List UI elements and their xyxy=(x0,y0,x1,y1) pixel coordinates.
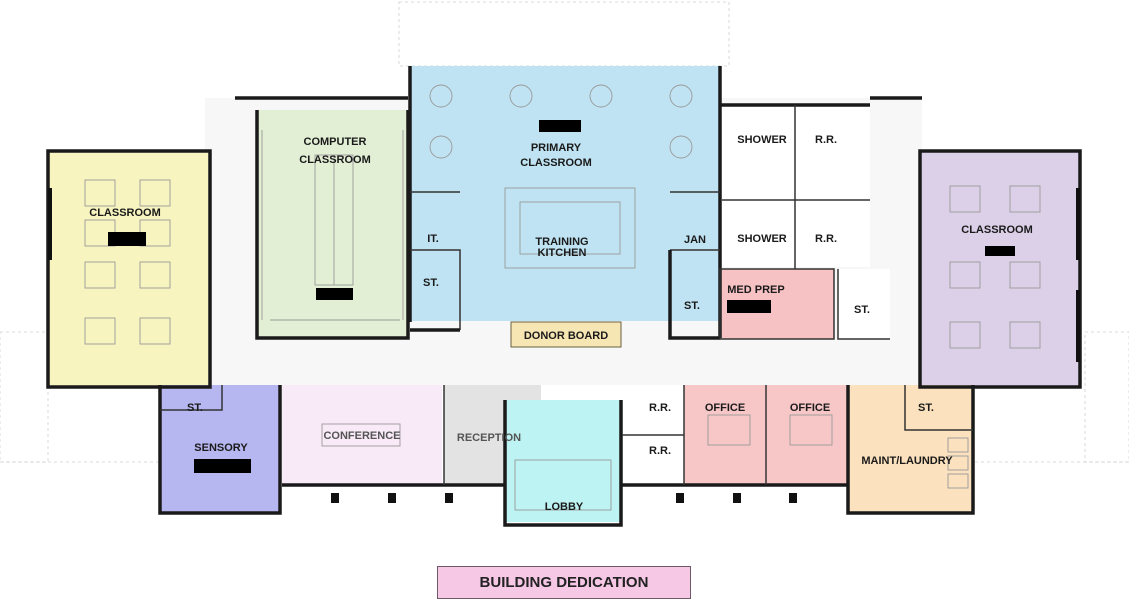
room-st-right[interactable] xyxy=(838,269,890,339)
label-lobby: LOBBY xyxy=(545,501,584,513)
computer-desks xyxy=(261,130,404,321)
lobby-seating xyxy=(514,459,612,511)
label-st-sensory: ST. xyxy=(187,402,203,414)
label-shower-bottom: SHOWER xyxy=(737,233,787,245)
label-donor-board[interactable]: DONOR BOARD xyxy=(524,330,608,342)
office-1-desk xyxy=(707,414,751,446)
label-rr-lobby-top: R.R. xyxy=(649,402,671,414)
label-med-prep: MED PREP xyxy=(727,284,784,296)
label-jan: JAN xyxy=(684,234,706,246)
room-lobby[interactable] xyxy=(505,400,621,522)
label-primary-line1: PRIMARY xyxy=(531,142,582,154)
redaction-sensory xyxy=(194,459,251,473)
label-st-maint: ST. xyxy=(918,402,934,414)
label-office-2: OFFICE xyxy=(790,402,830,414)
label-primary-line2: CLASSROOM xyxy=(520,157,592,169)
room-classroom-left[interactable] xyxy=(48,151,210,387)
room-shower-area[interactable] xyxy=(722,105,870,267)
label-st-left: ST. xyxy=(423,277,439,289)
room-classroom-right[interactable] xyxy=(920,151,1080,387)
label-shower-top: SHOWER xyxy=(737,134,787,146)
redaction-classroom-left xyxy=(108,232,146,246)
label-st-mid: ST. xyxy=(684,300,700,312)
office-2-desk xyxy=(789,414,833,446)
room-office-1[interactable] xyxy=(684,385,766,485)
label-conference: CONFERENCE xyxy=(323,430,400,442)
label-rr-lobby-bottom: R.R. xyxy=(649,445,671,457)
redaction-primary xyxy=(539,120,581,132)
label-training-line1: TRAINING xyxy=(535,236,588,248)
laundry-machines xyxy=(947,437,969,489)
label-training-line2: KITCHEN xyxy=(538,247,587,259)
label-rr-top: R.R. xyxy=(815,134,837,146)
classroom-left-tables xyxy=(84,179,171,345)
redaction-computer xyxy=(316,288,353,300)
room-conference[interactable] xyxy=(282,385,442,485)
label-computer-line2: CLASSROOM xyxy=(299,154,371,166)
label-classroom-left: CLASSROOM xyxy=(89,207,161,219)
label-st-right: ST. xyxy=(854,304,870,316)
windows xyxy=(48,188,1080,503)
walls xyxy=(46,66,1082,527)
label-classroom-right: CLASSROOM xyxy=(961,224,1033,236)
conference-table xyxy=(321,423,401,447)
room-donor-board[interactable] xyxy=(510,321,622,348)
redaction-classroom-right xyxy=(985,246,1015,256)
label-it: IT. xyxy=(427,233,439,245)
label-office-1: OFFICE xyxy=(705,402,745,414)
label-rr-bottom: R.R. xyxy=(815,233,837,245)
label-sensory: SENSORY xyxy=(194,442,248,454)
room-maint-laundry[interactable] xyxy=(848,385,973,513)
redaction-med-prep xyxy=(727,300,771,313)
label-computer-line1: COMPUTER xyxy=(304,136,367,148)
primary-round-tables xyxy=(429,84,693,269)
room-sensory[interactable] xyxy=(160,385,280,513)
label-maint-laundry: MAINT/LAUNDRY xyxy=(861,455,953,467)
label-reception: RECEPTION xyxy=(457,432,521,444)
classroom-right-tables xyxy=(949,185,1041,349)
building-dedication-banner[interactable]: BUILDING DEDICATION xyxy=(437,566,691,599)
room-office-2[interactable] xyxy=(766,385,848,485)
